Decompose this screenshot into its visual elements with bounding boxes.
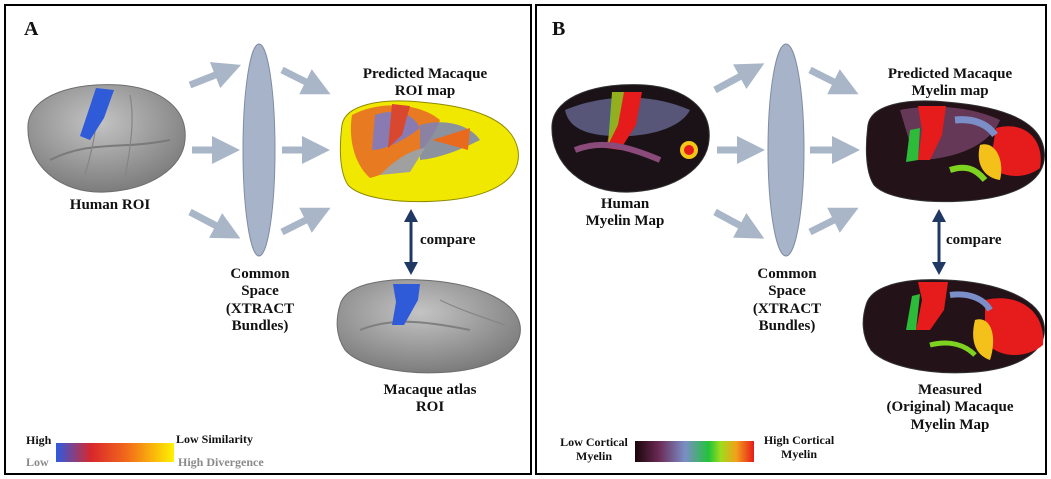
measured-line2: (Original) Macaque bbox=[886, 399, 1014, 416]
common-space-a-line4: Bundles) bbox=[231, 317, 289, 334]
input-arrows-b bbox=[713, 63, 765, 239]
panel-a-letter: A bbox=[24, 18, 39, 40]
compare-label-b: compare bbox=[946, 232, 1002, 248]
measured-line1: Measured bbox=[918, 382, 982, 398]
common-space-b-line4: Bundles) bbox=[758, 317, 816, 334]
legend-b-high-line2: Myelin bbox=[781, 446, 817, 461]
measured-line3: Myelin Map bbox=[910, 416, 990, 433]
legend-gradient-b bbox=[635, 441, 754, 462]
legend-a-high: High bbox=[26, 433, 52, 447]
legend-gradient-a bbox=[56, 443, 174, 462]
macaque-roi-marker bbox=[392, 284, 420, 325]
predicted-roi-line1: Predicted Macaque bbox=[362, 66, 488, 82]
common-space-label-b: Common Space (XTRACT Bundles) bbox=[727, 266, 847, 335]
input-arrows-a bbox=[188, 62, 242, 239]
common-space-lens-a bbox=[242, 43, 276, 257]
legend-b-low: Low Cortical Myelin bbox=[553, 435, 635, 464]
panel-b-letter: B bbox=[552, 18, 566, 40]
human-roi-label: Human ROI bbox=[69, 197, 151, 213]
common-space-a-line3: (XTRACT bbox=[225, 300, 295, 317]
output-arrows-a bbox=[280, 66, 331, 236]
human-myelin-line2: Myelin Map bbox=[585, 213, 665, 230]
human-roi-marker bbox=[80, 88, 114, 140]
predicted-myelin-title: Predicted Macaque Myelin map bbox=[865, 66, 1035, 101]
common-space-lens-b bbox=[767, 43, 805, 257]
panel-a bbox=[4, 4, 532, 475]
human-brain-a bbox=[27, 84, 186, 193]
legend-b-low-line2: Myelin bbox=[576, 448, 612, 463]
predicted-roi-title: Predicted Macaque ROI map bbox=[340, 66, 510, 101]
human-myelin-label: Human Myelin Map bbox=[555, 196, 695, 231]
common-space-b-line3: (XTRACT bbox=[752, 300, 822, 317]
predicted-roi-line2: ROI map bbox=[394, 83, 456, 100]
predicted-myelin-line1: Predicted Macaque bbox=[887, 66, 1013, 82]
panel-b bbox=[535, 4, 1047, 475]
common-space-b-line2: Space bbox=[768, 283, 806, 300]
macaque-atlas-brain bbox=[336, 279, 521, 374]
legend-b-high: High Cortical Myelin bbox=[756, 433, 842, 462]
legend-b-low-line1: Low Cortical bbox=[560, 435, 628, 449]
common-space-a-line2: Space bbox=[241, 283, 279, 300]
measured-macaque-myelin-map bbox=[862, 279, 1045, 374]
common-space-a-line1: Common bbox=[230, 266, 290, 282]
human-myelin-brain bbox=[551, 84, 710, 193]
predicted-macaque-roi-map bbox=[339, 100, 519, 203]
compare-arrow-a bbox=[404, 209, 418, 275]
atlas-roi-line2: ROI bbox=[415, 399, 445, 416]
compare-arrow-b bbox=[932, 209, 946, 275]
measured-myelin-title: Measured (Original) Macaque Myelin Map bbox=[865, 382, 1035, 434]
predicted-macaque-myelin-map bbox=[865, 100, 1045, 203]
legend-a-high-divergence: High Divergence bbox=[178, 455, 264, 469]
compare-label-a: compare bbox=[420, 232, 476, 248]
common-space-label-a: Common Space (XTRACT Bundles) bbox=[200, 266, 320, 335]
atlas-roi-line1: Macaque atlas bbox=[383, 382, 477, 398]
predicted-myelin-line2: Myelin map bbox=[911, 83, 989, 100]
common-space-b-line1: Common bbox=[757, 266, 817, 282]
output-arrows-b bbox=[808, 66, 860, 236]
human-myelin-line1: Human bbox=[600, 196, 650, 212]
atlas-roi-title: Macaque atlas ROI bbox=[350, 382, 510, 417]
legend-a-low-similarity: Low Similarity bbox=[176, 432, 253, 446]
legend-b-high-line1: High Cortical bbox=[763, 433, 835, 447]
legend-a-low: Low bbox=[26, 455, 49, 469]
